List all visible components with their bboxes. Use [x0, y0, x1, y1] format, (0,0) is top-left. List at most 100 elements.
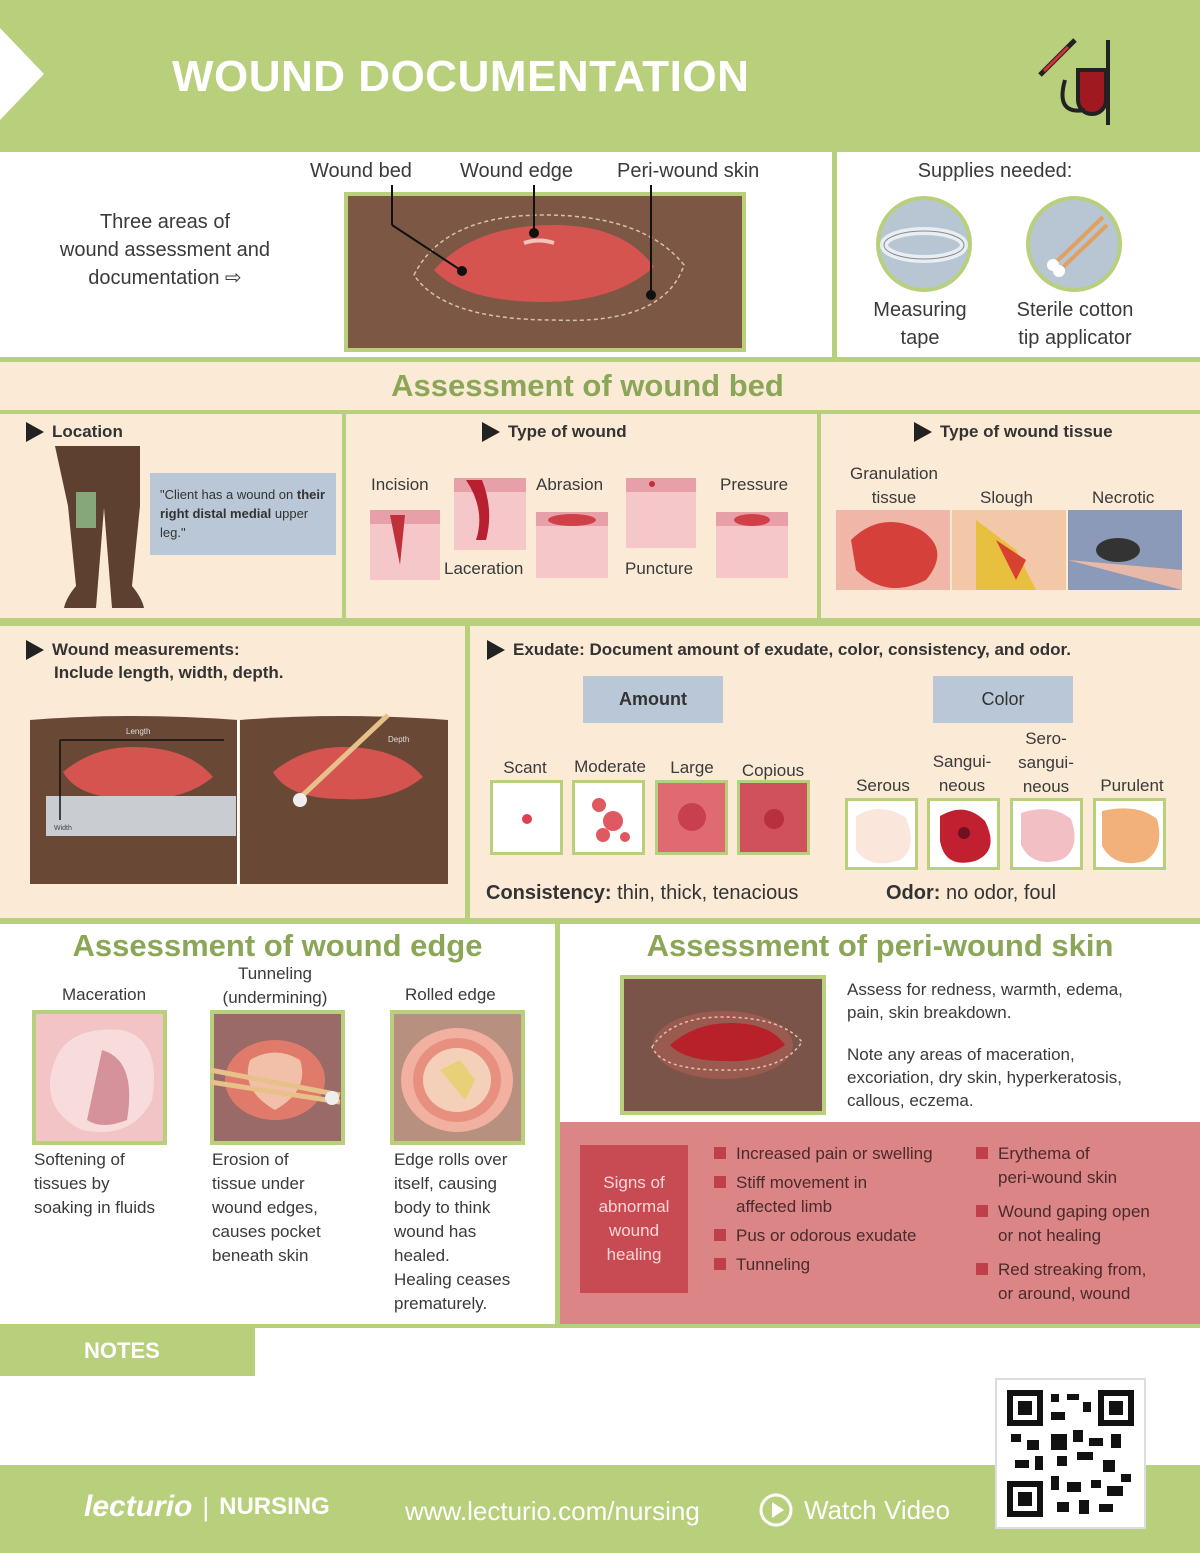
- label-wound-bed: Wound bed: [310, 160, 412, 182]
- tunneling-image: [210, 1010, 345, 1145]
- divider: [0, 1324, 1200, 1328]
- amount-scant: Scant: [503, 758, 547, 777]
- color-sanguineous: Sangui-neous: [932, 752, 992, 795]
- purulent-swatch: [1093, 798, 1166, 870]
- rolled-edge-image: [390, 1010, 525, 1145]
- edge-maceration-label: Maceration: [62, 985, 147, 1004]
- color-serosanguineous: Sero-sangui-neous: [1018, 729, 1074, 796]
- divider: [817, 414, 821, 620]
- footer-url-link[interactable]: www.lecturio.com/nursing: [405, 1496, 700, 1526]
- divider: [342, 414, 346, 620]
- triangle-bullet-icon: [482, 422, 500, 442]
- intro-text: Three areas of wound assessment and docu…: [59, 211, 271, 289]
- wound-edge-title: Assessment of wound edge: [72, 928, 483, 963]
- wound-bed-title: Assessment of wound bed: [391, 368, 784, 403]
- sanguineous-swatch: [927, 798, 1000, 870]
- wound-type-puncture: Puncture: [625, 559, 694, 578]
- large-swatch: [655, 780, 728, 855]
- peri-wound-title: Assessment of peri-wound skin: [646, 928, 1114, 963]
- label-wound-edge: Wound edge: [460, 160, 574, 182]
- peri-wound-assess-text: Assess for redness, warmth, edema,pain, …: [847, 980, 1123, 1022]
- depth-label: Depth: [388, 735, 409, 744]
- footer-brand: lecturio | NURSING: [84, 1490, 330, 1523]
- measuring-tape-icon: [876, 196, 972, 292]
- divider: [465, 626, 470, 922]
- amount-moderate: Moderate: [574, 757, 646, 776]
- sign-item: Increased pain or swelling: [714, 1142, 974, 1166]
- location-heading: Location: [26, 422, 123, 442]
- supplies-title: Supplies needed:: [917, 160, 1073, 182]
- square-bullet-icon: [714, 1229, 726, 1241]
- wound-types-illustration: [370, 478, 788, 580]
- header-arrow-shape: [0, 28, 44, 120]
- width-label: Width: [54, 825, 72, 832]
- iv-bag-syringe-icon: [1038, 38, 1110, 125]
- square-bullet-icon: [714, 1258, 726, 1270]
- color-label: Color: [933, 676, 1073, 723]
- header-bar: [0, 0, 1200, 148]
- copious-swatch: [737, 780, 810, 855]
- color-serous: Serous: [856, 776, 910, 795]
- page-title: WOUND DOCUMENTATION: [172, 52, 750, 101]
- tissue-heading: Type of wound tissue: [914, 422, 1113, 442]
- wound-type-abrasion: Abrasion: [536, 475, 604, 494]
- qr-code-icon: [1007, 1390, 1134, 1517]
- qr-code[interactable]: [995, 1378, 1146, 1529]
- scant-swatch: [490, 780, 563, 855]
- divider: [0, 918, 1200, 924]
- tissue-photos: [836, 510, 1182, 590]
- triangle-bullet-icon: [487, 640, 505, 660]
- divider: [0, 148, 1200, 152]
- type-of-wound-heading: Type of wound: [482, 422, 627, 442]
- color-purulent: Purulent: [1100, 776, 1164, 795]
- notes-bar: [0, 1328, 255, 1376]
- supply-cotton-applicator: Sterile cotton tip applicator: [1016, 299, 1134, 349]
- watch-video-button[interactable]: Watch Video: [758, 1492, 950, 1528]
- triangle-bullet-icon: [914, 422, 932, 442]
- measurement-illustration: Length Depth Width: [30, 713, 448, 886]
- nursing-label: NURSING: [219, 1493, 330, 1520]
- edge-tunneling-label: Tunneling(undermining): [222, 964, 328, 1007]
- exudate-heading: Exudate: Document amount of exudate, col…: [487, 640, 1071, 660]
- length-label: Length: [126, 727, 150, 736]
- serous-swatch: [845, 798, 918, 870]
- sign-item: Tunneling: [714, 1253, 974, 1277]
- consistency-text: Consistency: thin, thick, tenacious: [486, 882, 799, 904]
- square-bullet-icon: [714, 1176, 726, 1188]
- square-bullet-icon: [714, 1147, 726, 1159]
- amount-large: Large: [670, 758, 714, 777]
- moderate-swatch: [572, 780, 645, 855]
- square-bullet-icon: [976, 1263, 988, 1275]
- square-bullet-icon: [976, 1147, 988, 1159]
- wound-type-incision: Incision: [371, 475, 429, 494]
- wound-type-pressure: Pressure: [720, 475, 789, 494]
- wound-type-laceration: Laceration: [444, 559, 524, 578]
- amount-label: Amount: [583, 676, 723, 723]
- lecturio-logo: lecturio: [84, 1490, 193, 1523]
- sign-item: Red streaking from,or around, wound: [976, 1258, 1186, 1306]
- notes-label: NOTES: [84, 1338, 160, 1363]
- play-icon: [759, 1493, 793, 1527]
- amount-copious: Copious: [741, 761, 805, 780]
- tissue-necrotic: Necrotic: [1092, 488, 1155, 507]
- peri-wound-note-text: Note any areas of maceration,excoriation…: [847, 1045, 1122, 1110]
- divider: [0, 410, 1200, 414]
- measurements-subheading: Include length, width, depth.: [54, 663, 284, 682]
- label-peri-wound: Peri-wound skin: [617, 160, 760, 182]
- divider: [555, 924, 560, 1326]
- triangle-bullet-icon: [26, 422, 44, 442]
- cotton-swab-icon: [1026, 196, 1122, 292]
- edge-rolled-label: Rolled edge: [405, 985, 496, 1004]
- triangle-bullet-icon: [26, 640, 44, 660]
- measurements-heading: Wound measurements:: [26, 640, 240, 660]
- divider: [0, 618, 1200, 626]
- supply-measuring-tape: Measuring tape: [873, 299, 967, 349]
- sign-item: Pus or odorous exudate: [714, 1224, 974, 1248]
- serosanguineous-swatch: [1010, 798, 1083, 870]
